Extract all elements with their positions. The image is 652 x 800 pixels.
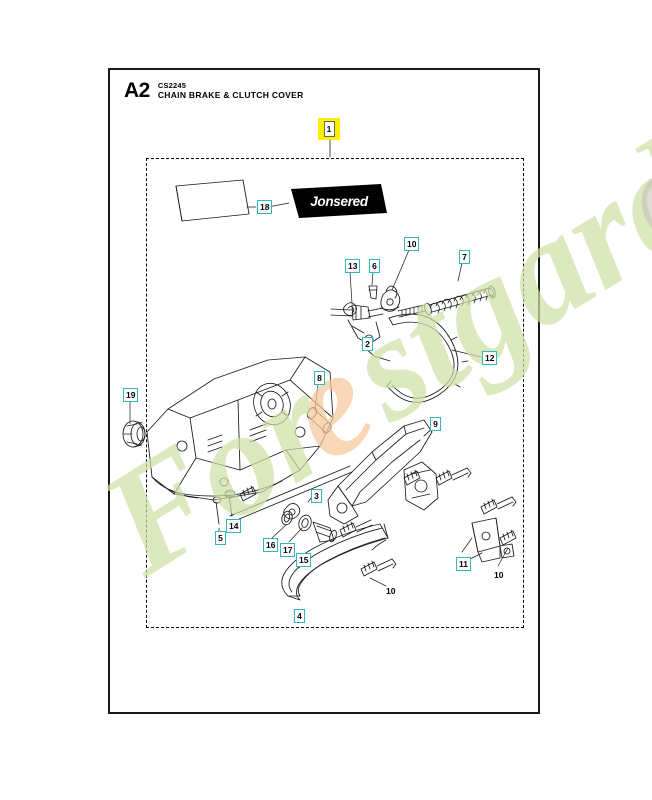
callout-7[interactable]: 7: [459, 250, 470, 264]
part-bushing: [306, 407, 332, 434]
callout-18[interactable]: 18: [257, 200, 273, 214]
screw-g: [499, 529, 517, 546]
callout-9[interactable]: 9: [430, 417, 441, 431]
part-spring-coil: [424, 285, 496, 316]
callout-12[interactable]: 12: [482, 351, 498, 365]
plain-label-10: 10: [494, 570, 504, 580]
screw-b: [480, 496, 517, 515]
part-decal-sheet: [175, 179, 250, 222]
logo-wordmark: Jonsered: [310, 193, 368, 209]
part-oil-pump-housing: [471, 517, 515, 563]
callout-13[interactable]: 13: [345, 259, 361, 273]
part-screws: [239, 467, 517, 577]
callout-10[interactable]: 10: [404, 237, 420, 251]
part-washer-set: [281, 510, 337, 543]
callout-4[interactable]: 4: [294, 609, 305, 623]
assembly-boundary: [146, 158, 524, 628]
callout-17[interactable]: 17: [280, 543, 296, 557]
screw-a: [360, 558, 397, 577]
part-hand-guard: [327, 419, 439, 525]
callout-3[interactable]: 3: [311, 489, 322, 503]
part-brake-band: [386, 313, 469, 403]
part-cam-knuckle: [380, 285, 401, 312]
parts-diagram-sheet: A2 CS2245 CHAIN BRAKE & CLUTCH COVER: [108, 68, 540, 714]
callout-2[interactable]: 2: [362, 337, 373, 351]
callout-6[interactable]: 6: [369, 259, 380, 273]
screw-c: [435, 467, 472, 486]
part-connector-arm: [330, 304, 384, 321]
diagram-subtitle: CHAIN BRAKE & CLUTCH COVER: [157, 90, 304, 101]
part-tensioner-rod: [229, 465, 353, 523]
callout-14[interactable]: 14: [226, 519, 242, 533]
callout-number: 1: [323, 121, 335, 137]
callout-1[interactable]: 1: [318, 118, 340, 140]
screw-d: [403, 469, 421, 486]
plain-label-10: 10: [386, 586, 396, 596]
callout-19[interactable]: 19: [123, 388, 139, 402]
section-code: A2: [124, 79, 150, 102]
callout-15[interactable]: 15: [296, 553, 312, 567]
part-clip-washer: [343, 302, 357, 316]
part-pin-and-bolt: [212, 489, 236, 525]
jonsered-logo: Jonsered: [289, 183, 389, 219]
screw-f: [239, 485, 257, 502]
screw-e: [339, 519, 373, 538]
callout-11[interactable]: 11: [456, 557, 471, 571]
logo-shape: [291, 184, 387, 218]
part-clutch-cover-body: [146, 356, 334, 501]
callout-5[interactable]: 5: [215, 531, 226, 545]
callout-16[interactable]: 16: [263, 538, 279, 552]
callout-8[interactable]: 8: [314, 371, 325, 385]
header-text-block: CS2245 CHAIN BRAKE & CLUTCH COVER: [158, 80, 304, 101]
model-number: CS2245: [157, 81, 187, 90]
part-clutch-drum: [122, 420, 146, 448]
part-brake-handle-grip: [281, 523, 389, 601]
part-brake-linkage-cluster: [330, 285, 496, 403]
part-pivot-pin: [368, 285, 378, 300]
diagram-header: A2 CS2245 CHAIN BRAKE & CLUTCH COVER: [124, 80, 304, 101]
